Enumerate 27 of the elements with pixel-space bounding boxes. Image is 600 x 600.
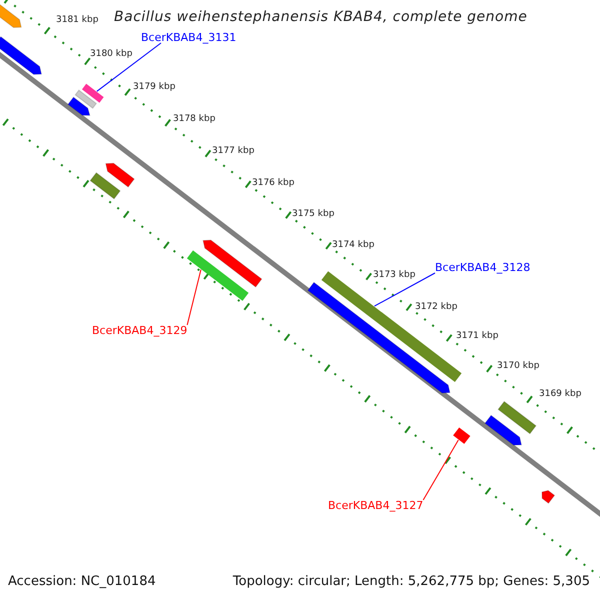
gene-bar xyxy=(82,84,104,103)
diagram-title: Bacillus weihenstephanensis KBAB4, complete genome xyxy=(114,10,528,24)
scale-label: 3174 kbp xyxy=(332,241,374,250)
leader-line xyxy=(374,272,436,307)
scale-label: 3177 kbp xyxy=(212,147,254,156)
gene-label: BcerKBAB4_3131 xyxy=(141,32,236,43)
scale-label: 3171 kbp xyxy=(456,332,498,341)
gene-label: BcerKBAB4_3129 xyxy=(92,325,188,336)
scale-label: 3175 kbp xyxy=(292,210,334,219)
scale-label: 3169 kbp xyxy=(539,390,582,399)
gene-label: BcerKBAB4_3128 xyxy=(435,262,530,273)
scale-label: 3181 kbp xyxy=(56,16,98,25)
scale-label: 3176 kbp xyxy=(252,179,294,188)
scale-label: 3179 kbp xyxy=(133,83,176,92)
leader-line xyxy=(96,42,162,92)
scale-label: 3180 kbp xyxy=(90,50,132,59)
scale-label: 3172 kbp xyxy=(415,303,458,312)
gene-bar xyxy=(186,250,249,301)
accession-text: Accession: NC_010184 xyxy=(8,575,156,588)
leader-line xyxy=(422,440,459,500)
gene-label: BcerKBAB4_3127 xyxy=(328,500,424,511)
leader-line xyxy=(186,269,202,326)
scale-label: 3173 kbp xyxy=(373,271,416,280)
scale-label: 3178 kbp xyxy=(173,115,216,124)
gene-bar xyxy=(453,427,470,444)
scale-label: 3170 kbp xyxy=(497,362,540,371)
genome-summary: Topology: circular; Length: 5,262,775 bp; Genes: 5,305 xyxy=(232,575,590,588)
